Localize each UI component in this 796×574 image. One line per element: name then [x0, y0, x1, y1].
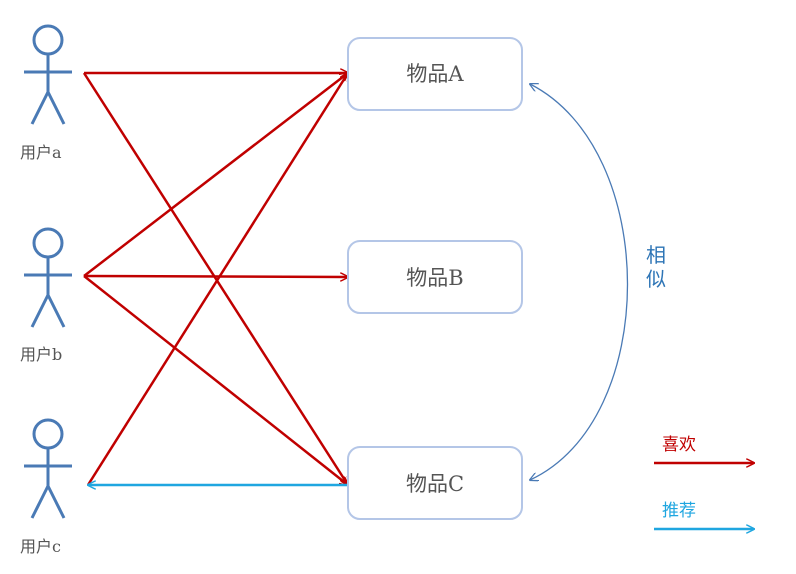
legend: 喜欢 推荐: [654, 435, 754, 529]
item-c-label: 物品C: [406, 472, 464, 496]
user-c: 用户c: [20, 418, 72, 556]
user-c-person-icon: [24, 418, 72, 519]
like-edge-user-a-item-C: [82, 72, 348, 485]
user-c-label: 用户c: [20, 537, 61, 556]
similarity-label-line2: 似: [646, 267, 666, 291]
like-edge-user-b-item-C: [83, 275, 348, 485]
item-c-box: [347, 446, 523, 520]
like-edge-user-c-item-A: [86, 73, 348, 486]
user-b-label: 用户b: [20, 345, 62, 364]
user-a-label: 用户a: [20, 143, 62, 162]
user-a: 用户a: [20, 24, 72, 162]
item-b-box: [347, 240, 523, 314]
like-edge-user-b-item-A: [83, 73, 348, 277]
user-b: 用户b: [20, 227, 72, 364]
like-edge-user-b-item-B: [83, 276, 348, 277]
edges-layer: [82, 72, 348, 486]
user-a-person-icon: [24, 24, 72, 125]
similarity-label-line1: 相: [646, 243, 666, 267]
item-b-label: 物品B: [406, 266, 463, 290]
legend-recommend-label: 推荐: [662, 501, 696, 521]
item-a-box: [347, 37, 523, 111]
legend-like-label: 喜欢: [662, 435, 696, 455]
item-a: 物品A: [347, 37, 523, 111]
item-c: 物品C: [347, 446, 523, 520]
item-a-label: 物品A: [406, 62, 464, 86]
user-b-person-icon: [24, 227, 72, 328]
similarity-arc: [530, 84, 629, 480]
item-b: 物品B: [347, 240, 523, 314]
